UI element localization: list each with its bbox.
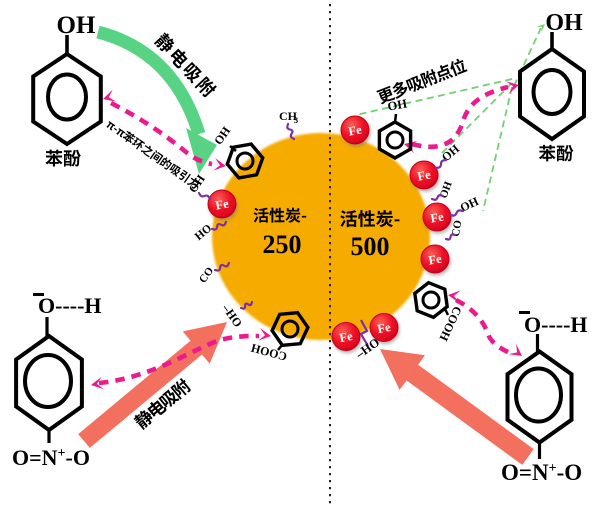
svg-text:Fe: Fe <box>416 167 432 183</box>
svg-text:O----H: O----H <box>524 312 588 337</box>
svg-text:OH: OH <box>387 96 409 113</box>
svg-text:Fe: Fe <box>376 320 392 336</box>
svg-text:Fe: Fe <box>429 209 445 225</box>
svg-text:O----H: O----H <box>38 293 102 318</box>
svg-text:Fe: Fe <box>214 196 230 212</box>
svg-text:500: 500 <box>351 232 390 261</box>
svg-text:Fe: Fe <box>347 122 363 138</box>
svg-text:CH: CH <box>279 109 298 123</box>
svg-text:OH: OH <box>57 12 96 39</box>
svg-text:CO: CO <box>450 219 465 238</box>
svg-text:Fe: Fe <box>427 251 443 267</box>
svg-text:250: 250 <box>263 230 302 259</box>
svg-text:Fe: Fe <box>338 329 354 345</box>
svg-text:3: 3 <box>294 115 298 125</box>
svg-text:O=N+-O: O=N+-O <box>12 445 90 470</box>
svg-text:O=N+-O: O=N+-O <box>501 460 582 485</box>
svg-text:OH: OH <box>545 10 583 36</box>
